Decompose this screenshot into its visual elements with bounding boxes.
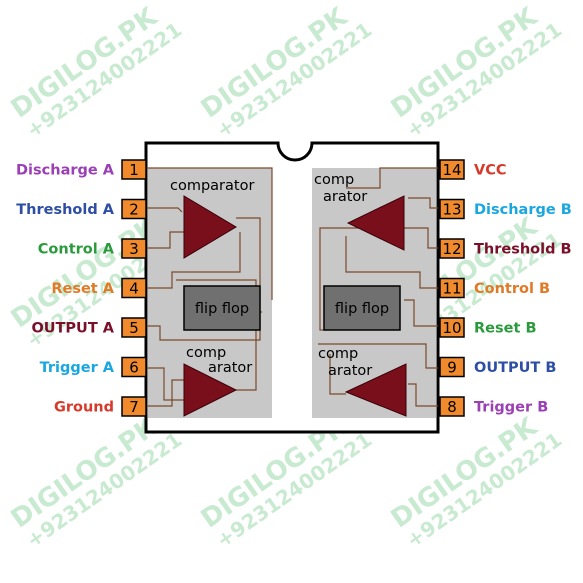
pin-box [121, 317, 147, 338]
pin-number: 3 [129, 240, 139, 258]
pin-12: 12 Threshold B [439, 238, 572, 259]
comparator-b-top [346, 195, 405, 251]
pin-box [439, 396, 465, 417]
pin-2: 2 Threshold A [16, 198, 147, 220]
pin-number: 7 [129, 398, 139, 416]
pin-number: 5 [129, 319, 139, 337]
pin-box [439, 238, 465, 259]
comparator-a-bottom-label-1: comp [186, 345, 226, 361]
comparator-b-top-label-2: arator [323, 189, 367, 205]
wires-half-a [146, 167, 273, 407]
pin-label: Control B [474, 281, 550, 297]
pin-label: Trigger A [40, 360, 115, 376]
pin-label: Reset B [474, 321, 537, 337]
flipflop-b [323, 285, 401, 331]
pin-5: 5 OUTPUT A [31, 317, 147, 338]
pin-8: 8 Trigger B [439, 396, 548, 417]
pin-14: 14 VCC [439, 159, 507, 180]
comparator-a-top [183, 195, 237, 259]
pin-box [121, 159, 147, 180]
pin-6: 6 Trigger A [40, 356, 147, 378]
pin-number: 6 [129, 359, 139, 377]
comparator-a-bottom [183, 363, 238, 417]
pin-number: 4 [129, 280, 139, 298]
pin-label: OUTPUT B [474, 360, 556, 376]
pin-13: 13 Discharge B [439, 198, 572, 220]
pin-box [439, 277, 465, 299]
comparator-b-bottom-label-2: arator [328, 363, 372, 379]
pin-7: 7 Ground [54, 396, 147, 417]
pin-box [121, 277, 147, 299]
flipflop-b-label: flip flop [335, 301, 389, 317]
pin-number: 13 [442, 201, 461, 219]
watermark: DIGILOG.PK+923124002221 [6, 2, 186, 143]
pin-label: Discharge B [474, 202, 572, 218]
pin-number: 2 [129, 201, 139, 219]
pin-label: Trigger B [474, 400, 548, 416]
pin-10: 10 Reset B [439, 317, 537, 338]
pin-number: 12 [442, 240, 461, 258]
pin-box [439, 356, 465, 378]
pin-9: 9 OUTPUT B [439, 356, 556, 378]
pins-left: 1 Discharge A 2 Threshold A 3 Control A 4 Reset… [16, 159, 147, 417]
pin-label: Control A [38, 242, 115, 258]
pin-box [439, 159, 465, 180]
comparator-b-bottom [344, 363, 407, 417]
pin-number: 14 [442, 161, 461, 179]
watermark: DIGILOG.PK+923124002221 [386, 2, 566, 143]
pin-number: 10 [442, 319, 461, 337]
pins-right: 14 VCC 13 Discharge B 12 Threshold B 11 Control… [439, 159, 572, 417]
pin-box [121, 396, 147, 417]
comparator-b-top-label-1: comp [314, 172, 354, 188]
pin-box [439, 198, 465, 220]
pin-number: 8 [447, 398, 457, 416]
flipflop-a-label: flip flop [195, 301, 249, 317]
pin-box [439, 317, 465, 338]
comparator-b-bottom-label-1: comp [318, 346, 358, 362]
flipflop-a [183, 285, 261, 331]
pin-number: 11 [442, 280, 461, 298]
comparator-a-bottom-label-2: arator [208, 360, 252, 376]
pin-label: Ground [54, 400, 114, 416]
pin-label: Threshold B [474, 242, 572, 258]
pin-label: OUTPUT A [31, 321, 114, 337]
pin-box [121, 356, 147, 378]
comparator-a-top-label: comparator [170, 178, 254, 194]
pin-box [121, 198, 147, 220]
pin-3: 3 Control A [38, 238, 147, 259]
pin-1: 1 Discharge A [16, 159, 147, 180]
pin-label: Threshold A [16, 202, 115, 218]
pin-4: 4 Reset A [51, 277, 147, 299]
watermark: DIGILOG.PK+923124002221 [196, 2, 376, 143]
pin-box [121, 238, 147, 259]
pin-number: 9 [447, 359, 457, 377]
pin-label: Discharge A [16, 163, 115, 179]
pin-number: 1 [129, 161, 139, 179]
pin-label: Reset A [51, 281, 114, 297]
pin-11: 11 Control B [439, 277, 550, 299]
pin-label: VCC [474, 163, 507, 179]
